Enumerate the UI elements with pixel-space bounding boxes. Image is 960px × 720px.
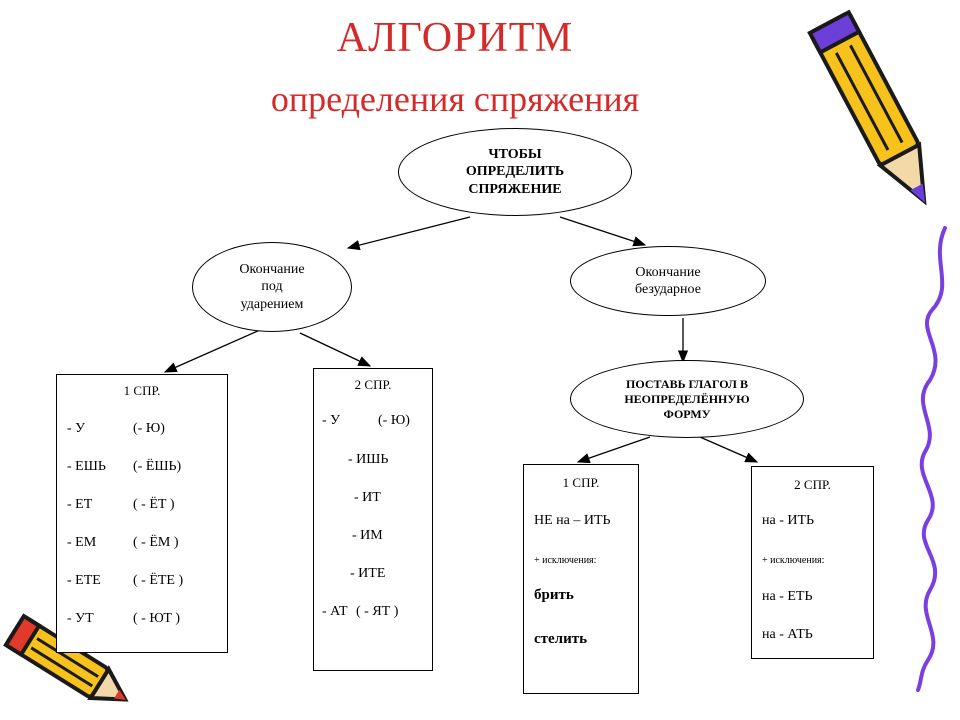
arrow-root-to-stressed [346,216,471,251]
root-line-2: ОПРЕДЕЛИТЬ [465,164,565,180]
box3-exception-1: брить [534,587,574,603]
diagram-subtitle: определения спряжения [270,79,640,119]
infinitive-node: ПОСТАВЬ ГЛАГОЛ В НЕОПРЕДЕЛЁННУЮ ФОРМУ [570,360,804,438]
unstressed-line-1: Окончание [635,264,701,280]
root-line-1: ЧТОБЫ [488,146,542,162]
infinitive-line-1: ПОСТАВЬ ГЛАГОЛ В [626,376,748,391]
stressed-line-1: Окончание [239,261,305,277]
arrow-stressed-to-box1 [163,329,261,373]
infinitive-line-2: НЕОПРЕДЕЛЁННУЮ [624,391,750,406]
box4-rule-3: на - АТЬ [762,627,813,642]
arrow-root-to-unstressed [559,216,647,247]
arrow-stressed-to-box2 [299,332,372,367]
pencil-bottom-left-icon [3,613,129,702]
infinitive-line-3: ФОРМУ [663,406,711,421]
root-line-3: СПРЯЖЕНИЕ [468,181,562,197]
box-first-conjugation-stressed: 1 СПР. - У(- Ю) - ЕШЬ(- ЁШЬ) - ЕТ( - ЁТ … [56,374,228,653]
box3-heading: 1 СПР. [562,475,600,490]
box-second-conjugation-stressed: 2 СПР. - У(- Ю) - ИШЬ - ИТ - ИМ - ИТЕ - … [313,368,433,671]
arrow-infinitive-to-box4 [699,436,759,463]
root-node: ЧТОБЫ ОПРЕДЕЛИТЬ СПРЯЖЕНИЕ [398,128,632,216]
box4-rule-1: на - ИТЬ [762,513,815,528]
diagram-title: АЛГОРИТМ [336,15,574,61]
box4-rule-2: на - ЕТЬ [762,589,813,604]
purple-squiggle-decoration [916,226,947,692]
box-second-conjugation-unstressed: 2 СПР. на - ИТЬ + исключения: на - ЕТЬ н… [751,466,874,659]
arrow-infinitive-to-box3 [576,436,651,464]
stressed-ending-node: Окончание под ударением [192,242,352,332]
box4-heading: 2 СПР. [794,477,831,492]
box2-heading: 2 СПР. [354,377,392,392]
box-first-conjugation-unstressed: 1 СПР. НЕ на – ИТЬ + исключения: брить с… [523,464,639,694]
box3-exceptions-label: + исключения: [534,555,597,566]
stressed-line-3: ударением [240,296,304,312]
box3-exception-2: стелить [534,631,588,647]
box4-exceptions-label: + исключения: [762,555,825,566]
box3-rule: НЕ на – ИТЬ [534,513,611,528]
unstressed-ending-node: Окончание безударное [570,246,766,316]
stressed-line-2: под [261,279,283,295]
unstressed-line-2: безударное [635,282,701,297]
pencil-top-right-icon [807,9,927,206]
box1-heading: 1 СПР. [123,383,161,398]
